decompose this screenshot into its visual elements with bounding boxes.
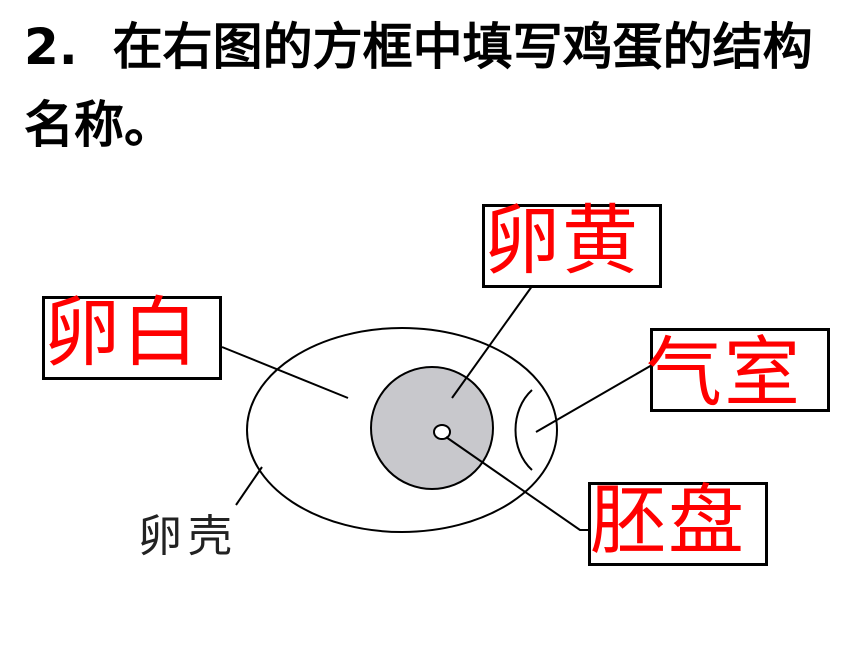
answer-box-germinal-disc[interactable] <box>588 482 768 566</box>
answer-box-egg-white[interactable] <box>42 296 222 380</box>
answer-egg-white: 卵白 <box>44 288 200 377</box>
leader-line-egg-white <box>221 346 349 399</box>
germinal-disc-circle <box>433 424 451 440</box>
leader-line-yolk <box>451 281 536 399</box>
question-prompt: 在右图的方框中填写鸡蛋的结构名称。 <box>24 18 813 154</box>
yolk-circle <box>370 366 494 490</box>
air-cell-outline <box>514 389 533 471</box>
answer-air-cell: 气室 <box>646 328 802 417</box>
answer-box-air-cell[interactable] <box>650 328 830 412</box>
question-number: 2. <box>24 18 78 76</box>
question-text: 2. 在右图的方框中填写鸡蛋的结构名称。 <box>24 8 844 164</box>
answer-box-yolk[interactable] <box>482 204 662 288</box>
answer-germinal-disc: 胚盘 <box>590 476 746 565</box>
leader-line-shell <box>235 466 263 506</box>
leader-line-germinal-disc <box>445 436 588 531</box>
label-shell: 卵壳 <box>138 511 238 562</box>
leader-line-air-cell <box>535 364 653 433</box>
answer-yolk: 卵黄 <box>484 196 640 285</box>
